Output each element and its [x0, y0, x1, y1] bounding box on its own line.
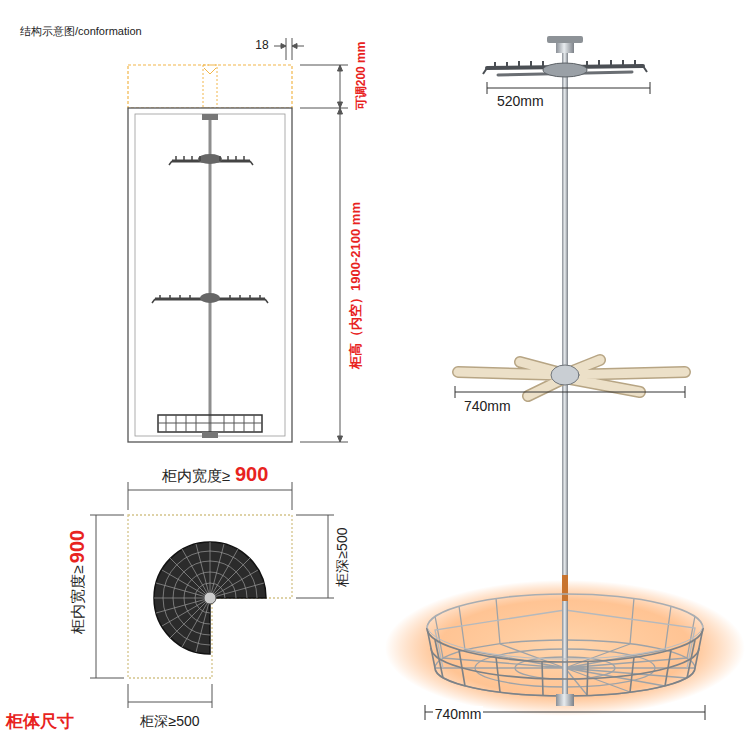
hanger-width-label: 520mm: [495, 93, 546, 109]
basket-front: [427, 594, 703, 696]
depth-dimension-label: 柜深≥500: [138, 713, 201, 729]
cabinet-front-view: [128, 65, 292, 442]
cabinet-plan-view: [128, 515, 292, 678]
height-dimension-label: 柜高（内空）1900-2100 mm: [349, 200, 364, 371]
height-dimension: [300, 65, 348, 442]
section-heading: 柜体尺寸: [4, 712, 76, 732]
plan-dimensions: [90, 482, 334, 708]
adjustable-dimension-label: 可调200 mm: [355, 40, 369, 113]
width-dimension-label: 柜内宽度≥: [160, 467, 232, 484]
l-shaped-cabinet: [128, 515, 292, 678]
cabinet-outline: [128, 108, 292, 442]
floor-foot: [556, 694, 574, 706]
top-mount: [202, 114, 218, 120]
top-hanger: [483, 60, 650, 77]
product-dimensions: [425, 82, 705, 720]
bottom-basket: [158, 415, 262, 438]
width-dimension-value: 900: [67, 527, 90, 564]
rotating-rack: [385, 36, 745, 716]
extension-mount: [204, 68, 216, 74]
adjustable-extension: [128, 65, 292, 108]
hanger-width-label: 740mm: [462, 398, 513, 414]
basket-width-label: 740mm: [433, 706, 484, 722]
ceiling-mount: [556, 43, 574, 53]
middle-hanger: [152, 293, 268, 303]
pole: [209, 118, 212, 432]
three-quarter-basket: [154, 542, 266, 654]
width-dimension-value: 900: [233, 463, 270, 486]
thickness-dimension-label: 18: [253, 39, 270, 53]
width-dimension-label: 柜内宽度≥: [69, 564, 86, 636]
cabinet-panel: [135, 114, 285, 436]
depth-dimension-label: 柜深≥500: [335, 525, 351, 588]
top-hanger: [169, 154, 253, 165]
thickness-dimension: [274, 38, 304, 60]
middle-hanger: [458, 360, 685, 396]
extension-mount: [203, 65, 217, 108]
ceiling-mount: [547, 36, 583, 43]
figure-title: 结构示意图/conformation: [18, 25, 144, 38]
pole-copper-segment: [562, 575, 568, 601]
